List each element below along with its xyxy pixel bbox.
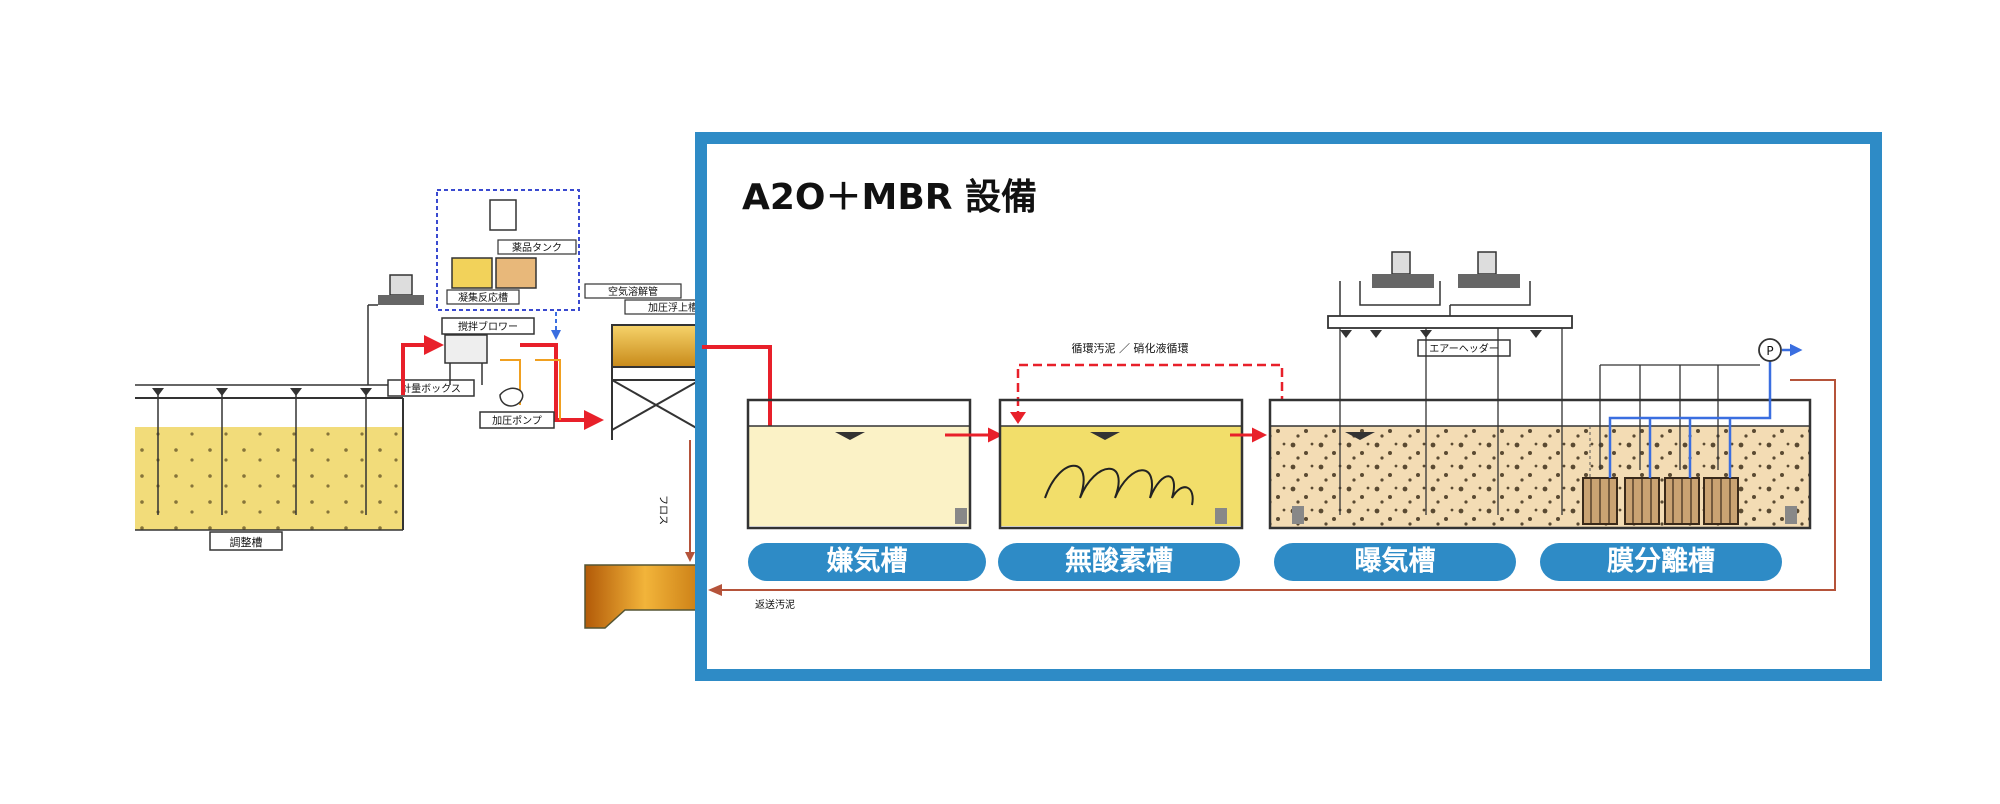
air-header-label: エアーヘッダー [1429, 342, 1498, 355]
froth-label: フロス [657, 495, 668, 525]
circulation-line [1016, 363, 1284, 420]
anoxic-tank [998, 398, 1244, 530]
stirring-blower: 撹拌ブロワー [441, 317, 535, 385]
stage-label-anaerobic: 嫌気槽 [748, 543, 986, 581]
aerobic-membrane-tank: エアーヘッダー [1268, 251, 1812, 530]
pump-mark: P [1766, 344, 1773, 358]
sludge-thickener [584, 564, 706, 629]
pressure-pump: 加圧ポンプ [479, 387, 555, 429]
measuring-box: 計量ボックス [387, 379, 475, 397]
stirring-blower-label: 撹拌ブロワー [458, 320, 518, 333]
stage-label-aerobic: 曝気槽 [1274, 543, 1516, 581]
pump-flow-line [520, 343, 604, 430]
stage-label-anoxic: 無酸素槽 [998, 543, 1240, 581]
page-title: A2O＋MBR 設備 [742, 177, 1038, 218]
measuring-box-label: 計量ボックス [401, 382, 461, 395]
chem-tank-label: 薬品タンク [512, 242, 562, 254]
chemical-unit: 薬品タンク 凝集反応槽 [436, 189, 580, 340]
left-blower [367, 274, 424, 385]
equalization-tank-label: 調整槽 [230, 535, 263, 549]
pressure-pump-label: 加圧ポンプ [492, 415, 542, 427]
stage-label-membrane: 膜分離槽 [1540, 543, 1782, 581]
circulation-label: 循環汚泥 ／ 硝化液循環 [1072, 341, 1189, 355]
coag-tank-label: 凝集反応槽 [458, 291, 508, 304]
feed-flow-line [401, 335, 444, 395]
air-dissolve-label: 空気溶解管 [608, 285, 658, 298]
return-sludge-line [720, 379, 1836, 591]
flotation-label: 加圧浮上槽 [648, 301, 698, 314]
inflow-line [702, 345, 780, 452]
anaerobic-tank [746, 398, 972, 530]
return-sludge-label: 返送汚泥 [755, 598, 795, 611]
equalization-tank: 調整槽 [135, 384, 404, 551]
